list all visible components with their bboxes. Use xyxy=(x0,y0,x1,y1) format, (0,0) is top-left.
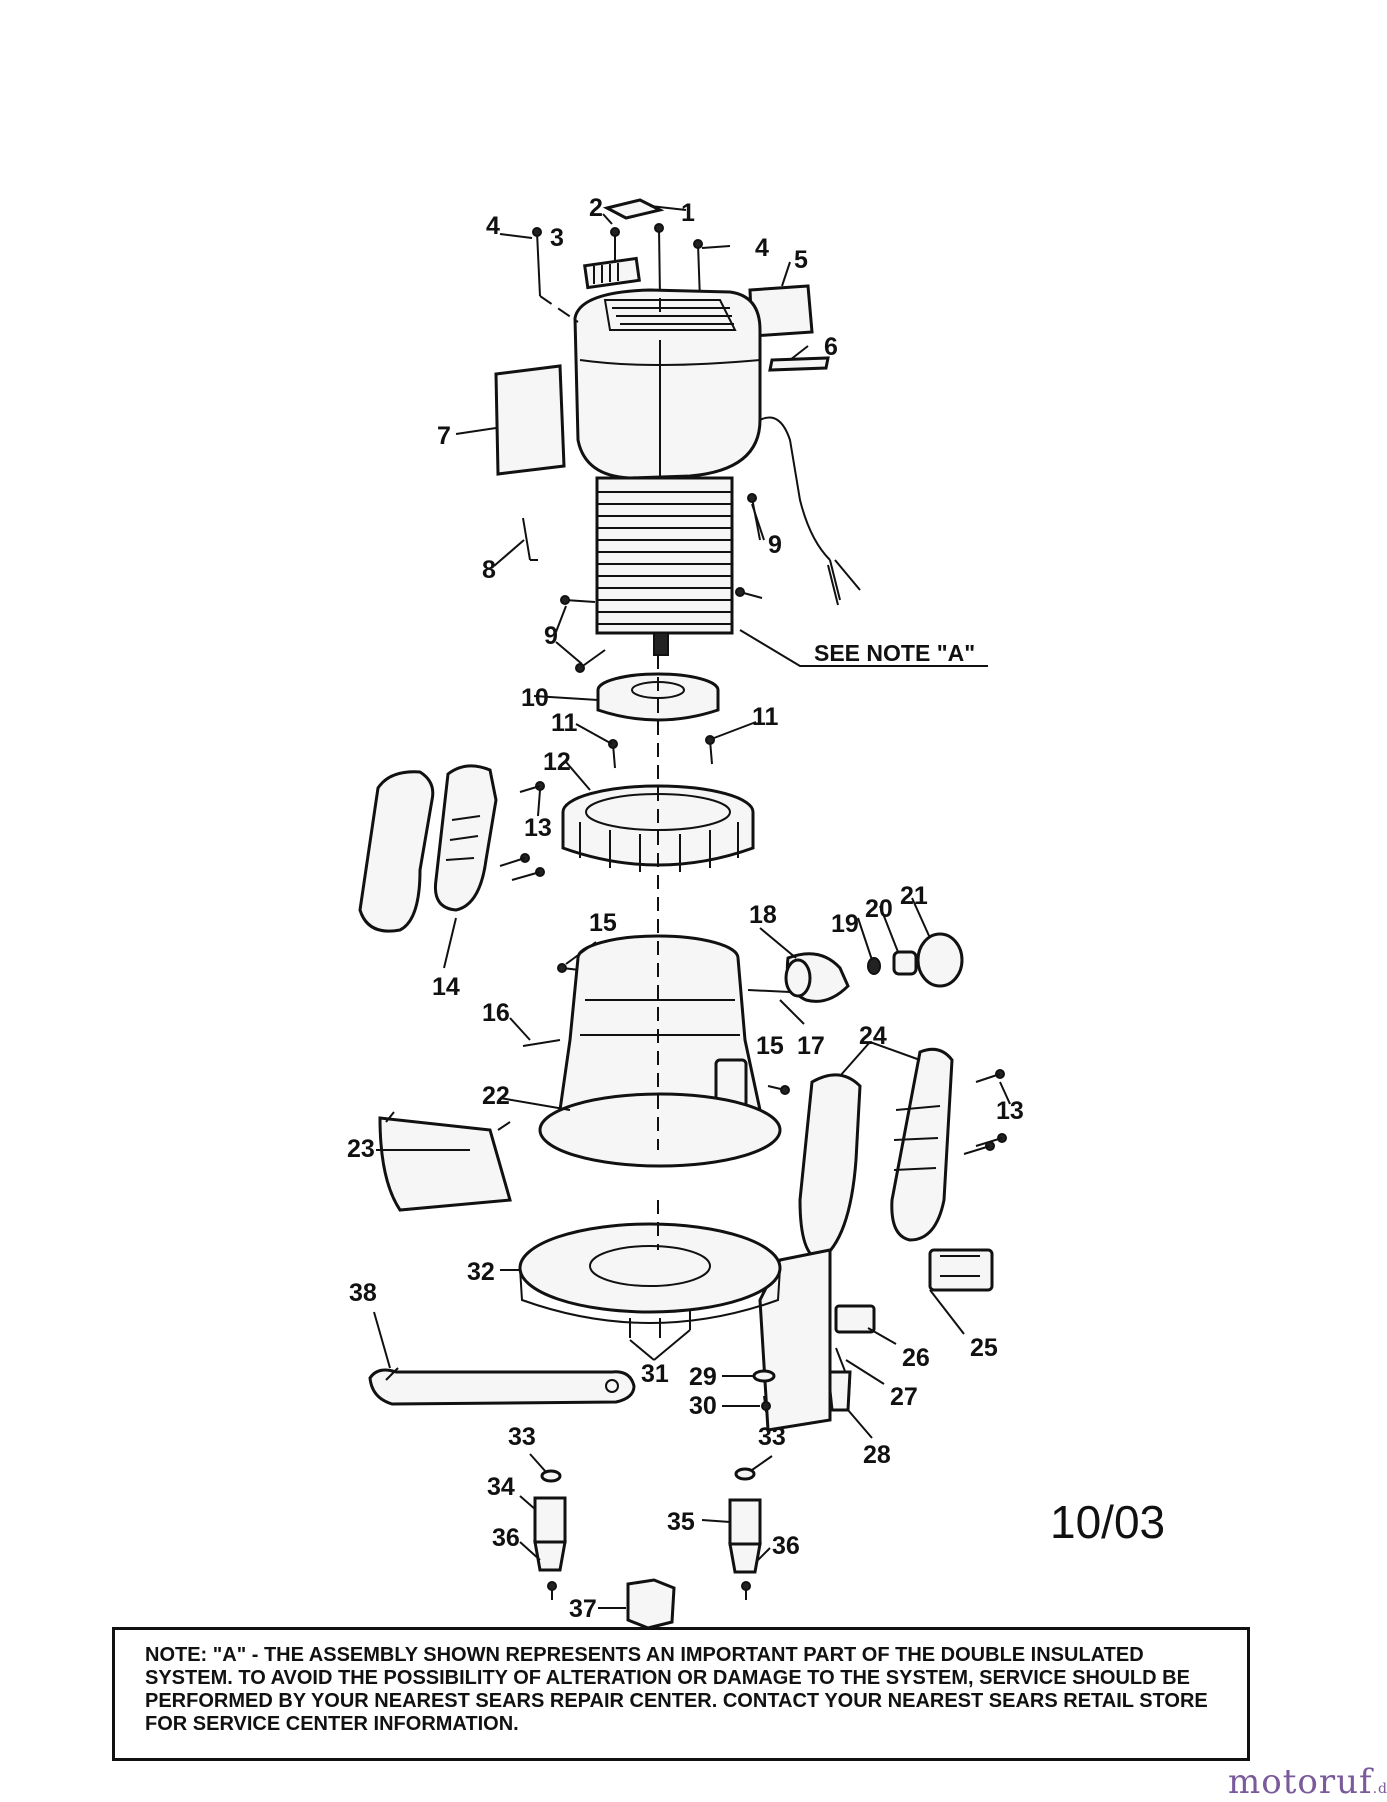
callout-25: 25 xyxy=(970,1334,998,1362)
callout-37: 37 xyxy=(569,1595,597,1623)
callout-4: 4 xyxy=(755,234,769,262)
leader-lines xyxy=(373,205,1011,1609)
callout-5: 5 xyxy=(794,246,808,274)
callout-31: 31 xyxy=(641,1360,669,1388)
callout-1: 1 xyxy=(681,199,695,227)
date-code: 10/03 xyxy=(1050,1496,1165,1548)
callout-15: 15 xyxy=(756,1032,784,1060)
callout-13: 13 xyxy=(524,814,552,842)
callout-32: 32 xyxy=(467,1258,495,1286)
note-paragraph: NOTE: "A" - THE ASSEMBLY SHOWN REPRESENT… xyxy=(145,1644,1221,1736)
callout-23: 23 xyxy=(347,1135,375,1163)
see-note-label: SEE NOTE "A" xyxy=(814,640,975,666)
callout-17: 17 xyxy=(797,1032,825,1060)
callout-labels: 1 2 3 4 4 5 6 7 8 9 9 10 11 11 12 13 13 … xyxy=(347,194,1165,1623)
callout-19: 19 xyxy=(831,910,859,938)
note-body: THE ASSEMBLY SHOWN REPRESENTS AN IMPORTA… xyxy=(145,1644,1208,1735)
callout-3: 3 xyxy=(550,224,564,252)
callout-13: 13 xyxy=(996,1097,1024,1125)
callout-10: 10 xyxy=(521,684,549,712)
callout-28: 28 xyxy=(863,1441,891,1469)
callout-33: 33 xyxy=(508,1423,536,1451)
callout-38: 38 xyxy=(349,1279,377,1307)
callout-7: 7 xyxy=(437,422,451,450)
callout-24: 24 xyxy=(859,1022,887,1050)
callout-8: 8 xyxy=(482,556,496,584)
callout-11: 11 xyxy=(551,709,578,737)
part-drawings xyxy=(358,198,1007,1630)
callout-29: 29 xyxy=(689,1363,717,1391)
callout-9: 9 xyxy=(768,531,782,559)
note-prefix: NOTE: "A" - xyxy=(145,1644,259,1666)
callout-20: 20 xyxy=(865,895,893,923)
callout-26: 26 xyxy=(902,1344,930,1372)
callout-9: 9 xyxy=(544,622,558,650)
callout-36: 36 xyxy=(492,1524,520,1552)
watermark-suffix: .de xyxy=(1372,1781,1387,1797)
callout-14: 14 xyxy=(432,973,460,1001)
callout-21: 21 xyxy=(900,882,928,910)
assembly-lines xyxy=(539,295,661,1250)
callout-12: 12 xyxy=(543,748,571,776)
callout-33: 33 xyxy=(758,1423,786,1451)
note-box: NOTE: "A" - THE ASSEMBLY SHOWN REPRESENT… xyxy=(112,1627,1250,1761)
callout-2: 2 xyxy=(589,194,603,222)
callout-15: 15 xyxy=(589,909,617,937)
callout-35: 35 xyxy=(667,1508,695,1536)
watermark-logo: motoruf.de xyxy=(1228,1762,1387,1802)
callout-6: 6 xyxy=(824,333,838,361)
callout-27: 27 xyxy=(890,1383,918,1411)
callout-4: 4 xyxy=(486,212,500,240)
callout-36: 36 xyxy=(772,1532,800,1560)
callout-18: 18 xyxy=(749,901,777,929)
callout-22: 22 xyxy=(482,1082,510,1110)
watermark-brand: motoruf xyxy=(1228,1762,1373,1802)
callout-16: 16 xyxy=(482,999,510,1027)
callout-30: 30 xyxy=(689,1392,717,1420)
callout-11: 11 xyxy=(752,703,779,731)
callout-34: 34 xyxy=(487,1473,515,1501)
